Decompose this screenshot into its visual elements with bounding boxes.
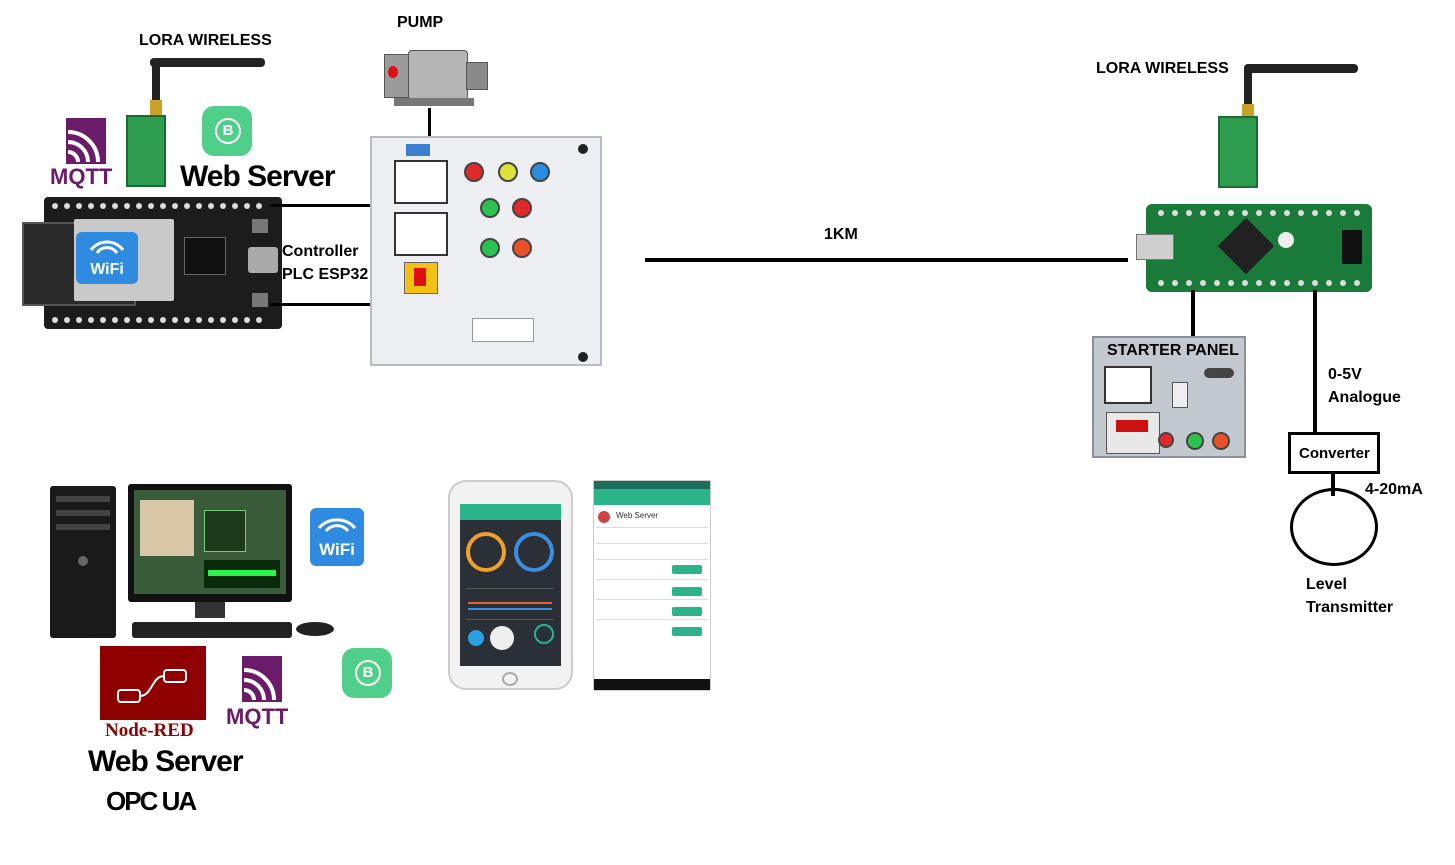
desktop-tower-icon <box>50 486 116 638</box>
controller-label-line2: PLC ESP32 <box>282 266 369 283</box>
mqtt-top-icon <box>66 118 106 164</box>
wire-pump-panel <box>428 108 431 136</box>
converter-box: Converter <box>1288 432 1380 474</box>
phone-blynk-icon <box>448 480 573 690</box>
keyboard-icon <box>132 622 292 638</box>
lora-link-line <box>645 258 1128 262</box>
phone-webserver-title: Web Server <box>616 511 659 520</box>
controller-label-line1: Controller <box>282 243 359 260</box>
phone-webserver-icon: Web Server <box>593 480 711 691</box>
node-red-icon <box>100 646 206 720</box>
wire-nano-starter <box>1191 290 1195 340</box>
lora-left-module-icon <box>126 115 166 187</box>
blynk-top-letter: B <box>215 118 241 144</box>
starter-panel-label: STARTER PANEL <box>1107 342 1239 359</box>
lora-right-module-icon <box>1218 116 1258 188</box>
opc-ua-label: OPC UA <box>106 786 197 816</box>
level-transmitter-icon <box>1290 488 1378 566</box>
monitor-stand-icon <box>195 602 225 618</box>
signal-label-line2: Analogue <box>1328 389 1401 406</box>
wifi-board-icon: WiFi <box>76 232 138 284</box>
lora-right-label: LORA WIRELESS <box>1096 60 1229 77</box>
transmitter-label-line2: Transmitter <box>1306 599 1394 616</box>
distance-label: 1KM <box>824 226 858 243</box>
wire-converter-transmitter <box>1331 474 1335 496</box>
signal-label-line1: 0-5V <box>1328 366 1362 383</box>
blynk-bottom-letter: B <box>355 660 381 686</box>
lora-left-antenna-icon <box>150 58 270 118</box>
pump-label: PUMP <box>397 14 444 31</box>
monitor-icon <box>128 484 292 602</box>
blynk-bottom-icon: B <box>342 648 392 698</box>
transmitter-label-line1: Level <box>1306 576 1347 593</box>
mqtt-top-label: MQTT <box>50 164 113 189</box>
wire-board-panel-bottom <box>270 303 370 306</box>
wifi-pc-icon: WiFi <box>310 508 364 566</box>
mqtt-bottom-label: MQTT <box>226 704 289 729</box>
converter-label: Converter <box>1299 445 1370 462</box>
wifi-pc-label: WiFi <box>319 540 355 559</box>
arduino-nano-icon <box>1136 204 1372 292</box>
lora-right-antenna-icon <box>1238 62 1360 122</box>
current-loop-label: 4-20mA <box>1365 481 1423 498</box>
pump-icon <box>384 48 488 108</box>
wifi-board-label: WiFi <box>90 261 124 278</box>
wire-nano-converter <box>1313 290 1317 434</box>
wire-board-panel-top <box>270 204 370 207</box>
mqtt-bottom-icon <box>242 656 282 702</box>
lora-left-label: LORA WIRELESS <box>139 32 272 49</box>
web-server-bottom-label: Web Server <box>88 745 244 778</box>
starter-panel-icon <box>1092 336 1246 458</box>
mouse-icon <box>296 622 334 636</box>
control-panel-icon <box>370 136 602 366</box>
node-red-label: Node-RED <box>105 720 194 741</box>
blynk-top-icon: B <box>202 106 252 156</box>
web-server-top-label: Web Server <box>180 160 336 193</box>
